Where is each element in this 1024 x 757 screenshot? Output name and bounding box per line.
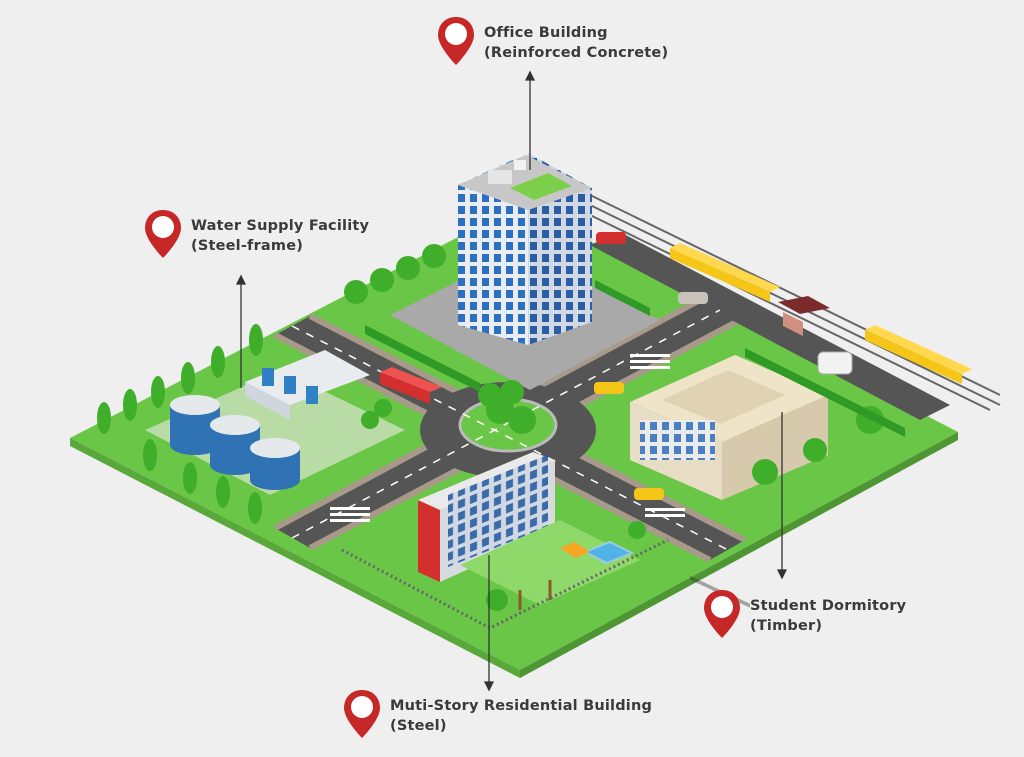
map-pin-icon	[344, 690, 380, 738]
trees	[97, 244, 884, 611]
residential-building	[418, 452, 555, 582]
map-pin-icon	[438, 17, 474, 65]
callout-subtitle: (Reinforced Concrete)	[484, 45, 669, 61]
callout-subtitle: (Timber)	[750, 618, 823, 634]
water-supply-facility	[145, 350, 405, 495]
map-pin-icon	[704, 590, 740, 638]
callout-title: Student Dormitory	[750, 598, 907, 614]
callout-office-building: Office Building (Reinforced Concrete)	[436, 15, 668, 67]
callout-label: Office Building (Reinforced Concrete)	[484, 23, 668, 63]
callout-title: Office Building	[484, 25, 608, 41]
callout-student-dormitory: Student Dormitory (Timber)	[702, 588, 906, 640]
leader-lines	[235, 70, 788, 692]
callout-subtitle: (Steel)	[390, 718, 447, 734]
vehicles	[380, 232, 853, 500]
student-dormitory	[630, 355, 828, 500]
callout-water-supply-facility: Water Supply Facility (Steel-frame)	[143, 208, 369, 260]
fence	[341, 538, 669, 630]
callout-label: Student Dormitory (Timber)	[750, 596, 906, 636]
office-building	[458, 153, 592, 345]
callout-label: Muti-Story Residential Building (Steel)	[390, 696, 652, 736]
callout-subtitle: (Steel-frame)	[191, 238, 304, 254]
callout-title: Muti-Story Residential Building	[390, 698, 653, 714]
callout-residential-building: Muti-Story Residential Building (Steel)	[342, 688, 652, 740]
callout-label: Water Supply Facility (Steel-frame)	[191, 216, 369, 256]
hedges	[365, 280, 905, 437]
callout-title: Water Supply Facility	[191, 218, 370, 234]
map-pin-icon	[145, 210, 181, 258]
tram-2	[865, 325, 972, 384]
tram-stop	[778, 296, 830, 336]
playground	[460, 520, 640, 610]
